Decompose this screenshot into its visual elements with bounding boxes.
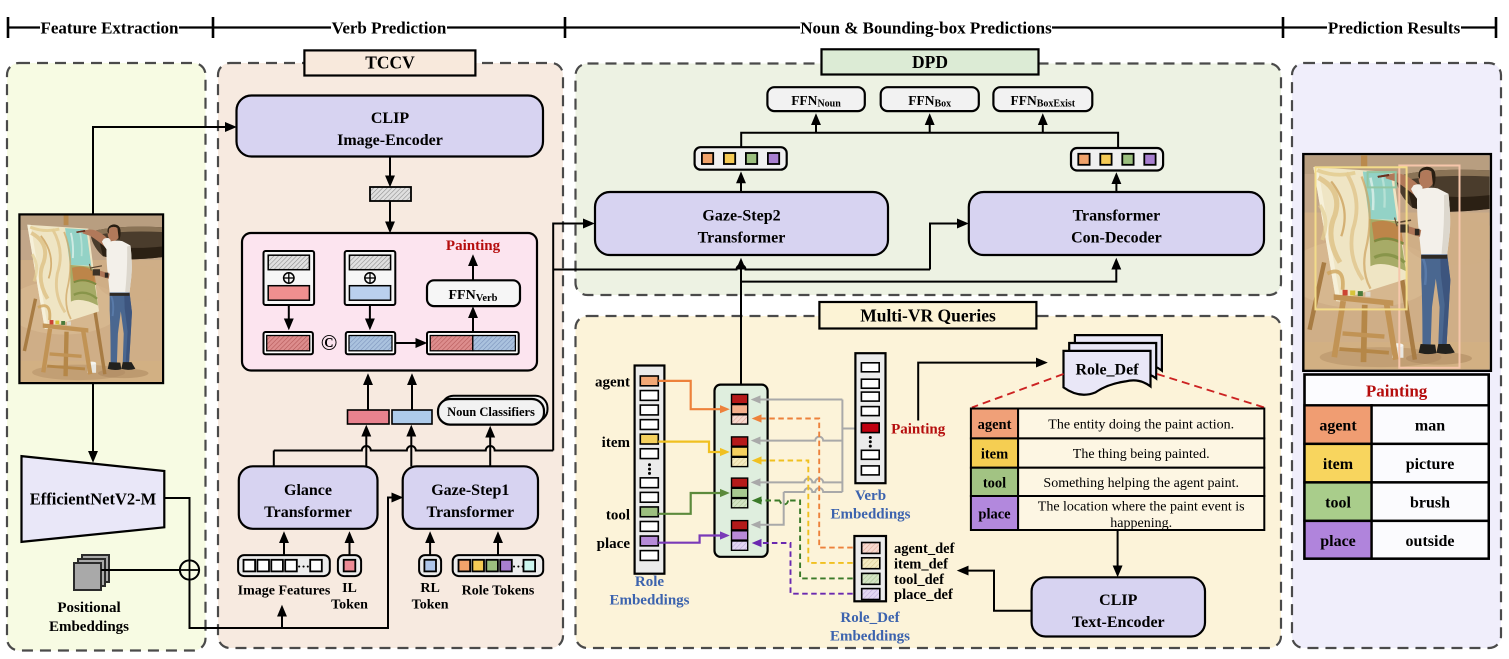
svg-text:CLIP: CLIP	[371, 110, 409, 127]
svg-text:Role Tokens: Role Tokens	[462, 584, 535, 599]
svg-text:item_def: item_def	[894, 556, 948, 572]
svg-text:The location where the paint e: The location where the paint event is	[1038, 500, 1245, 515]
svg-text:Text-Encoder: Text-Encoder	[1072, 614, 1165, 631]
svg-text:man: man	[1415, 418, 1445, 435]
svg-text:Embeddings: Embeddings	[609, 593, 689, 609]
svg-text:tool: tool	[983, 475, 1006, 491]
svg-text:Image-Encoder: Image-Encoder	[337, 132, 443, 149]
svg-text:outside: outside	[1406, 533, 1455, 550]
svg-text:IL: IL	[342, 581, 357, 596]
svg-text:©: ©	[321, 330, 337, 355]
svg-text:agent: agent	[1319, 418, 1357, 435]
svg-text:Painting: Painting	[1366, 382, 1428, 401]
svg-text:Token: Token	[412, 598, 449, 613]
svg-text:The thing being painted.: The thing being painted.	[1073, 447, 1210, 462]
svg-text:item: item	[981, 447, 1008, 463]
svg-text:Painting: Painting	[891, 422, 946, 438]
svg-text:Embeddings: Embeddings	[830, 629, 910, 645]
svg-text:Role: Role	[635, 574, 665, 590]
svg-text:tool: tool	[1325, 495, 1351, 512]
svg-text:Multi-VR Queries: Multi-VR Queries	[860, 306, 996, 326]
svg-text:TCCV: TCCV	[365, 53, 415, 73]
svg-text:tool: tool	[606, 507, 630, 523]
svg-text:Verb: Verb	[855, 488, 886, 504]
svg-text:Painting: Painting	[446, 238, 501, 254]
svg-text:Token: Token	[331, 598, 368, 613]
svg-text:item: item	[602, 435, 631, 451]
svg-text:Noun Classifiers: Noun Classifiers	[447, 405, 535, 419]
svg-text:happening.: happening.	[1110, 516, 1172, 531]
svg-text:Noun & Bounding-box Prediction: Noun & Bounding-box Predictions	[800, 19, 1052, 38]
svg-text:Gaze-Step1: Gaze-Step1	[431, 482, 509, 499]
svg-text:agent_def: agent_def	[894, 541, 955, 557]
svg-text:agent: agent	[595, 374, 630, 390]
svg-text:Con-Decoder: Con-Decoder	[1071, 230, 1162, 247]
svg-text:Embeddings: Embeddings	[830, 507, 910, 523]
svg-text:The entity doing the paint act: The entity doing the paint action.	[1048, 417, 1234, 432]
svg-text:item: item	[1323, 456, 1354, 473]
svg-text:Glance: Glance	[284, 482, 332, 499]
svg-text:Prediction Results: Prediction Results	[1328, 19, 1461, 38]
svg-text:Transformer: Transformer	[426, 504, 514, 521]
svg-text:brush: brush	[1410, 495, 1450, 512]
svg-text:Transformer: Transformer	[264, 504, 352, 521]
svg-text:Positional: Positional	[57, 600, 120, 616]
svg-text:Role_Def: Role_Def	[1075, 362, 1139, 379]
svg-text:Image Features: Image Features	[238, 584, 331, 599]
svg-text:Transformer: Transformer	[1073, 208, 1161, 225]
svg-text:EfficientNetV2-M: EfficientNetV2-M	[30, 490, 157, 509]
svg-text:DPD: DPD	[912, 52, 948, 72]
svg-text:agent: agent	[978, 417, 1012, 433]
svg-text:CLIP: CLIP	[1099, 592, 1137, 609]
svg-text:place: place	[597, 536, 631, 552]
svg-text:place: place	[1320, 533, 1356, 550]
svg-text:place: place	[978, 507, 1011, 523]
svg-text:···: ···	[297, 559, 310, 574]
svg-text:Embeddings: Embeddings	[49, 619, 129, 635]
svg-text:···: ···	[512, 559, 525, 574]
svg-text:Feature Extraction: Feature Extraction	[40, 19, 179, 38]
svg-text:RL: RL	[420, 581, 439, 596]
svg-text:Role_Def: Role_Def	[840, 610, 900, 626]
svg-text:Transformer: Transformer	[698, 230, 786, 247]
svg-text:Verb Prediction: Verb Prediction	[332, 19, 447, 38]
svg-text:tool_def: tool_def	[894, 572, 944, 588]
svg-text:place_def: place_def	[894, 587, 953, 603]
svg-text:Gaze-Step2: Gaze-Step2	[702, 208, 780, 225]
svg-text:Something helping the agent pa: Something helping the agent paint.	[1043, 476, 1239, 491]
svg-text:picture: picture	[1406, 456, 1455, 473]
